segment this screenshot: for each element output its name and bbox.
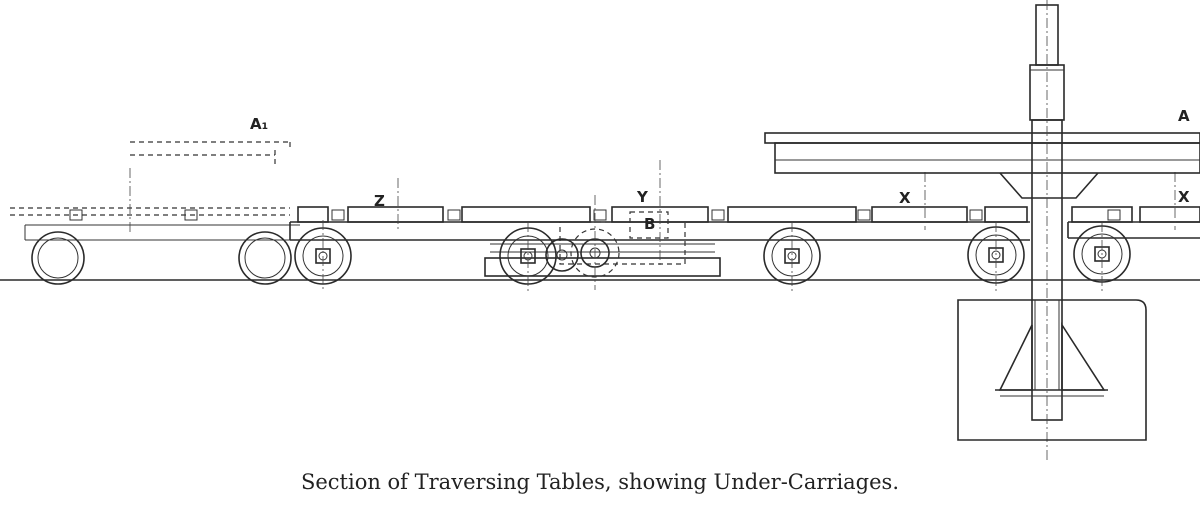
wheel (31, 231, 85, 285)
label-x-right: X (1178, 188, 1190, 206)
wheel (238, 231, 292, 285)
label-x-left: X (899, 189, 911, 207)
column (1029, 0, 1065, 460)
figure-caption: Section of Traversing Tables, showing Un… (300, 470, 900, 494)
foundation-block (957, 299, 1147, 441)
label-b: B (644, 215, 655, 233)
label-z: Z (374, 192, 385, 210)
left-table-dashed (10, 141, 300, 241)
label-a1: A₁ (250, 115, 268, 133)
centre-lines (322, 160, 1176, 292)
label-y: Y (636, 188, 649, 206)
right-deck (1067, 206, 1200, 239)
label-a: A (1178, 107, 1190, 125)
upper-table-a (764, 132, 1200, 199)
gear-wheel (545, 238, 579, 272)
